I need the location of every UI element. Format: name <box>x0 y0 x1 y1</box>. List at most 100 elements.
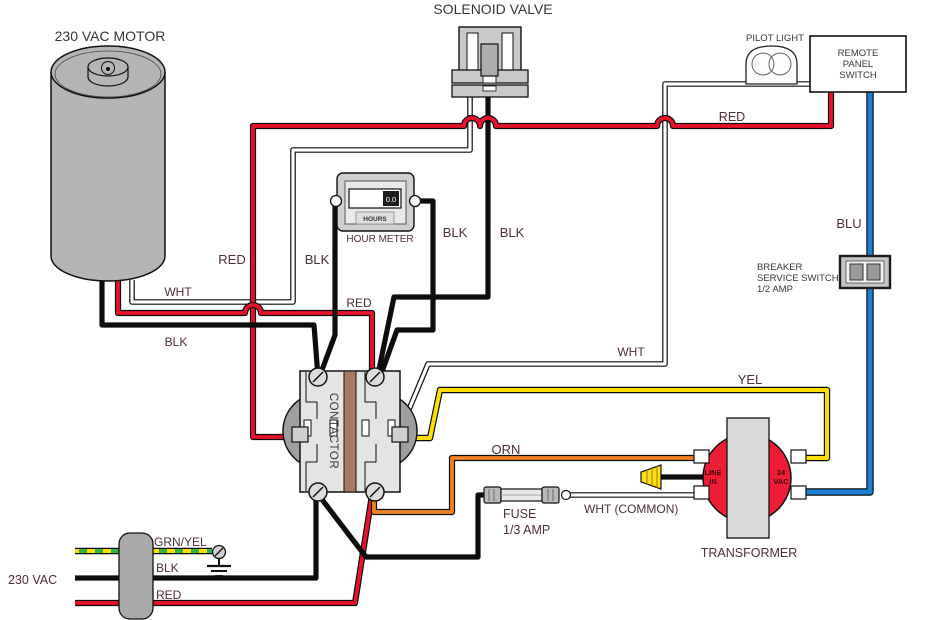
label-wht-pilot: WHT <box>617 345 645 359</box>
wire-wht-motor-to-solenoid <box>129 92 473 305</box>
breaker-service-switch <box>838 254 892 290</box>
wire-path <box>75 492 319 581</box>
wire-core <box>372 456 700 514</box>
contactor-title: CONTACTOR <box>327 393 339 469</box>
contactor-part <box>361 419 370 437</box>
pilot-light-part <box>745 45 798 85</box>
wire-path <box>374 92 491 380</box>
solenoid-valve-part <box>482 85 497 92</box>
wire-blk-hourmeter-left <box>316 203 338 379</box>
breaker-line-2: SERVICE SWITCH <box>757 273 839 284</box>
label-blk-solenoid: BLK <box>500 225 525 240</box>
solenoid-valve-part <box>480 43 499 77</box>
wire-red-main <box>249 90 835 441</box>
hour-meter-part <box>329 194 343 208</box>
solenoid-valve <box>451 26 529 98</box>
contactor-part <box>364 444 377 491</box>
cable-clamp-part <box>118 532 154 620</box>
wire-blk-to-fuse <box>314 491 488 560</box>
wire-yel <box>400 386 831 462</box>
label-blu: BLU <box>836 216 861 231</box>
breaker-service-switch-part <box>866 263 881 281</box>
transformer-part <box>790 449 807 464</box>
contactor-part <box>343 370 357 493</box>
solenoid-title: SOLENOID VALVE <box>433 1 552 17</box>
label-blk-motor: BLK <box>165 335 188 349</box>
hour-meter-part <box>408 194 422 208</box>
wire-path <box>376 198 436 381</box>
fuse-line-2: 1/3 AMP <box>503 523 550 537</box>
ground-symbol <box>207 544 231 577</box>
breaker-line-1: BREAKER <box>757 262 803 273</box>
wire-red-motor <box>114 278 376 377</box>
cable-clamp <box>118 532 154 620</box>
remote-panel-switch <box>809 35 907 93</box>
breaker-line-3: 1/2 AMP <box>757 284 793 295</box>
label-blk-hm-left: BLK <box>305 252 330 267</box>
motor-title: 230 VAC MOTOR <box>55 28 166 44</box>
wire-blu <box>798 90 874 496</box>
wire-path <box>99 276 321 378</box>
transformer-part <box>790 485 807 500</box>
wire-blk-hourmeter-right <box>376 198 436 381</box>
label-grnyel: GRN/YEL <box>154 535 207 549</box>
remote-line-2: PANEL <box>843 59 873 70</box>
hour-meter <box>329 172 422 232</box>
wire-blk-solenoid <box>374 92 491 380</box>
transformer-line-in-1: LINE <box>704 468 721 477</box>
wire-core <box>251 90 833 439</box>
contactor-part <box>329 419 338 437</box>
wire-core <box>798 90 873 495</box>
pilot-light-part <box>768 52 792 76</box>
label-orn: ORN <box>492 442 521 457</box>
contactor-part <box>312 371 324 383</box>
breaker-service-switch-part <box>849 263 864 281</box>
remote-line-3: SWITCH <box>839 70 877 81</box>
motor-part <box>50 72 166 282</box>
pilot-light-title: PILOT LIGHT <box>746 33 804 44</box>
contactor-part <box>391 426 409 443</box>
contactor <box>282 367 418 502</box>
motor-part <box>101 61 115 75</box>
fuse-line-1: FUSE <box>503 507 536 521</box>
transformer-part <box>693 485 710 500</box>
contactor-part <box>312 486 324 498</box>
wire-orn <box>370 454 700 516</box>
transformer-part <box>726 417 770 539</box>
contactor-part <box>364 372 377 419</box>
motor-part <box>54 50 162 98</box>
label-red-main: RED <box>218 252 245 267</box>
fuse-part <box>541 486 560 504</box>
transformer-24vac-2: VAC <box>773 477 789 486</box>
contactor-part <box>369 371 381 383</box>
wire-blk-motor <box>99 276 321 378</box>
contactor-part <box>305 444 318 491</box>
remote-line-1: REMOTE <box>838 48 879 59</box>
label-blk-hourmeter: BLK <box>443 225 468 240</box>
hour-meter-part <box>355 211 395 225</box>
wire-core <box>75 494 374 605</box>
contactor-part <box>369 486 381 498</box>
labels: 230 VAC MOTOR SOLENOID VALVE PILOT LIGHT RE… <box>8 1 878 602</box>
wire-wht-contactor-to-pilot <box>397 81 811 433</box>
remote-panel-switch-part <box>809 35 907 93</box>
transformer-line-in-2: IN <box>709 477 717 486</box>
wire-path <box>314 491 488 560</box>
hour-meter-part <box>383 191 399 206</box>
fuse-part <box>483 486 502 504</box>
wire-core <box>116 278 374 377</box>
wire-path <box>316 203 338 379</box>
wire-core <box>400 388 829 460</box>
label-red-input: RED <box>156 588 182 602</box>
wire-red-input <box>75 494 376 607</box>
wire-core <box>398 82 811 432</box>
hour-meter-reading: 0.0 <box>386 195 396 204</box>
transformer <box>693 417 807 539</box>
hour-meter-title: HOUR METER <box>346 234 413 245</box>
label-blk-input: BLK <box>156 561 179 575</box>
contactor-part <box>291 426 309 443</box>
hours-label: HOURS <box>363 216 387 223</box>
label-wht-motor: WHT <box>164 285 192 299</box>
